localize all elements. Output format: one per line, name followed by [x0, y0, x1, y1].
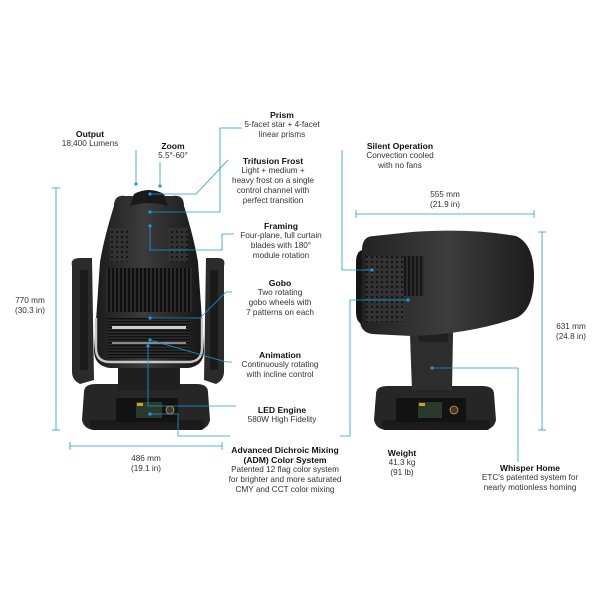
adm-line-1: Patented 12 flag color system: [231, 465, 339, 474]
side-height-mm: 631 mm: [556, 322, 586, 331]
side-display-accent: [419, 403, 425, 406]
side-depth-in: (21.9 in): [429, 200, 461, 209]
label-adm: Advanced Dichroic Mixing (ADM) Color Sys…: [220, 445, 350, 495]
front-heatsink-ribs: [106, 268, 192, 312]
prism-line-1: 5-facet star + 4-facet: [244, 120, 320, 129]
front-lower-grid: [108, 318, 190, 358]
leader-lines: [135, 127, 519, 462]
side-lens-face: [356, 250, 362, 324]
side-height-in: (24.8 in): [555, 332, 587, 341]
front-height-mm: 770 mm: [15, 296, 45, 305]
front-display-accent: [137, 403, 143, 406]
dimension-lines: [52, 187, 546, 450]
frost-line-2: heavy frost on a single: [232, 176, 314, 185]
gobo-line-2: gobo wheels with: [248, 298, 312, 307]
side-depth-mm: 555 mm: [430, 190, 460, 199]
frost-line-4: perfect transition: [242, 196, 304, 205]
label-whisper-home: Whisper Home ETC's patented system for n…: [470, 463, 590, 493]
dim-side-height: 631 mm (24.8 in): [548, 322, 594, 342]
adm-title-1: Advanced Dichroic Mixing: [231, 445, 339, 455]
weight-line-2: (91 lb): [390, 468, 414, 477]
prism-line-2: linear prisms: [258, 130, 306, 139]
label-gobo: Gobo Two rotating gobo wheels with 7 pat…: [228, 278, 332, 318]
silent-line-2: with no fans: [378, 161, 422, 170]
front-yoke-shadow-right: [210, 270, 218, 370]
front-width-in: (19.1 in): [130, 464, 162, 473]
label-weight: Weight 41.3 kg (91 lb): [372, 448, 432, 478]
side-base-lower: [382, 420, 490, 430]
front-yoke-shadow-left: [80, 270, 88, 370]
dim-front-width: 486 mm (19.1 in): [116, 454, 176, 474]
framing-line-3: module rotation: [252, 251, 310, 260]
adm-title-2: (ADM) Color System: [243, 455, 327, 465]
front-width-mm: 486 mm: [131, 454, 161, 463]
label-frost: Trifusion Frost Light + medium + heavy f…: [218, 156, 328, 206]
gobo-line-1: Two rotating: [257, 288, 303, 297]
frost-line-3: control channel with: [236, 186, 310, 195]
framing-line-2: blades with 180°: [250, 241, 312, 250]
label-led-engine: LED Engine 580W High Fidelity: [232, 405, 332, 425]
animation-line-1: Continuously rotating: [241, 360, 319, 369]
silent-line-1: Convection cooled: [366, 151, 434, 160]
adm-line-2: for brighter and more saturated: [228, 475, 342, 484]
frost-title: Trifusion Frost: [242, 156, 304, 166]
gobo-title: Gobo: [268, 278, 292, 288]
silent-title: Silent Operation: [366, 141, 434, 151]
front-head-vents-right: [168, 228, 188, 262]
zoom-title: Zoom: [161, 141, 185, 151]
front-light-strip-2: [112, 342, 186, 344]
animation-line-2: with incline control: [246, 370, 314, 379]
front-display-button: [165, 405, 175, 415]
label-silent-operation: Silent Operation Convection cooled with …: [350, 141, 450, 171]
dim-side-depth: 555 mm (21.9 in): [415, 190, 475, 210]
dim-front-height: 770 mm (30.3 in): [6, 296, 54, 316]
side-display-button: [449, 405, 459, 415]
front-base-lower: [90, 420, 204, 430]
weight-title: Weight: [387, 448, 417, 458]
zoom-line-1: 5.5°-60°: [158, 151, 188, 160]
label-prism: Prism 5-facet star + 4-facet linear pris…: [232, 110, 332, 140]
front-handle-bar: [94, 318, 204, 364]
gobo-line-3: 7 patterns on each: [246, 308, 314, 317]
output-title: Output: [75, 129, 105, 139]
frost-line-1: Light + medium +: [241, 166, 305, 175]
framing-title: Framing: [264, 221, 298, 231]
prism-title: Prism: [270, 110, 294, 120]
whisper-title: Whisper Home: [499, 463, 561, 473]
led-line-1: 580W High Fidelity: [247, 415, 317, 424]
output-line-1: 18,400 Lumens: [61, 139, 119, 148]
side-fixture: [356, 230, 534, 430]
whisper-line-2: nearly motionless homing: [483, 483, 577, 492]
front-fixture: [71, 190, 225, 430]
adm-line-3: CMY and CCT color mixing: [235, 485, 335, 494]
leader-dots: [134, 182, 434, 416]
animation-title: Animation: [258, 350, 301, 360]
front-height-in: (30.3 in): [14, 306, 46, 315]
label-zoom: Zoom 5.5°-60°: [148, 141, 198, 161]
front-light-strip: [112, 326, 186, 329]
whisper-line-1: ETC's patented system for: [481, 473, 579, 482]
front-head-vents-left: [110, 228, 130, 262]
weight-line-1: 41.3 kg: [388, 458, 416, 467]
label-framing: Framing Four-plane, full curtain blades …: [226, 221, 336, 261]
side-vents: [366, 256, 404, 322]
led-title: LED Engine: [257, 405, 307, 415]
framing-line-1: Four-plane, full curtain: [240, 231, 322, 240]
side-ribs: [404, 256, 424, 296]
label-output: Output 18,400 Lumens: [50, 129, 130, 149]
front-column: [118, 368, 180, 390]
label-animation: Animation Continuously rotating with inc…: [228, 350, 332, 380]
